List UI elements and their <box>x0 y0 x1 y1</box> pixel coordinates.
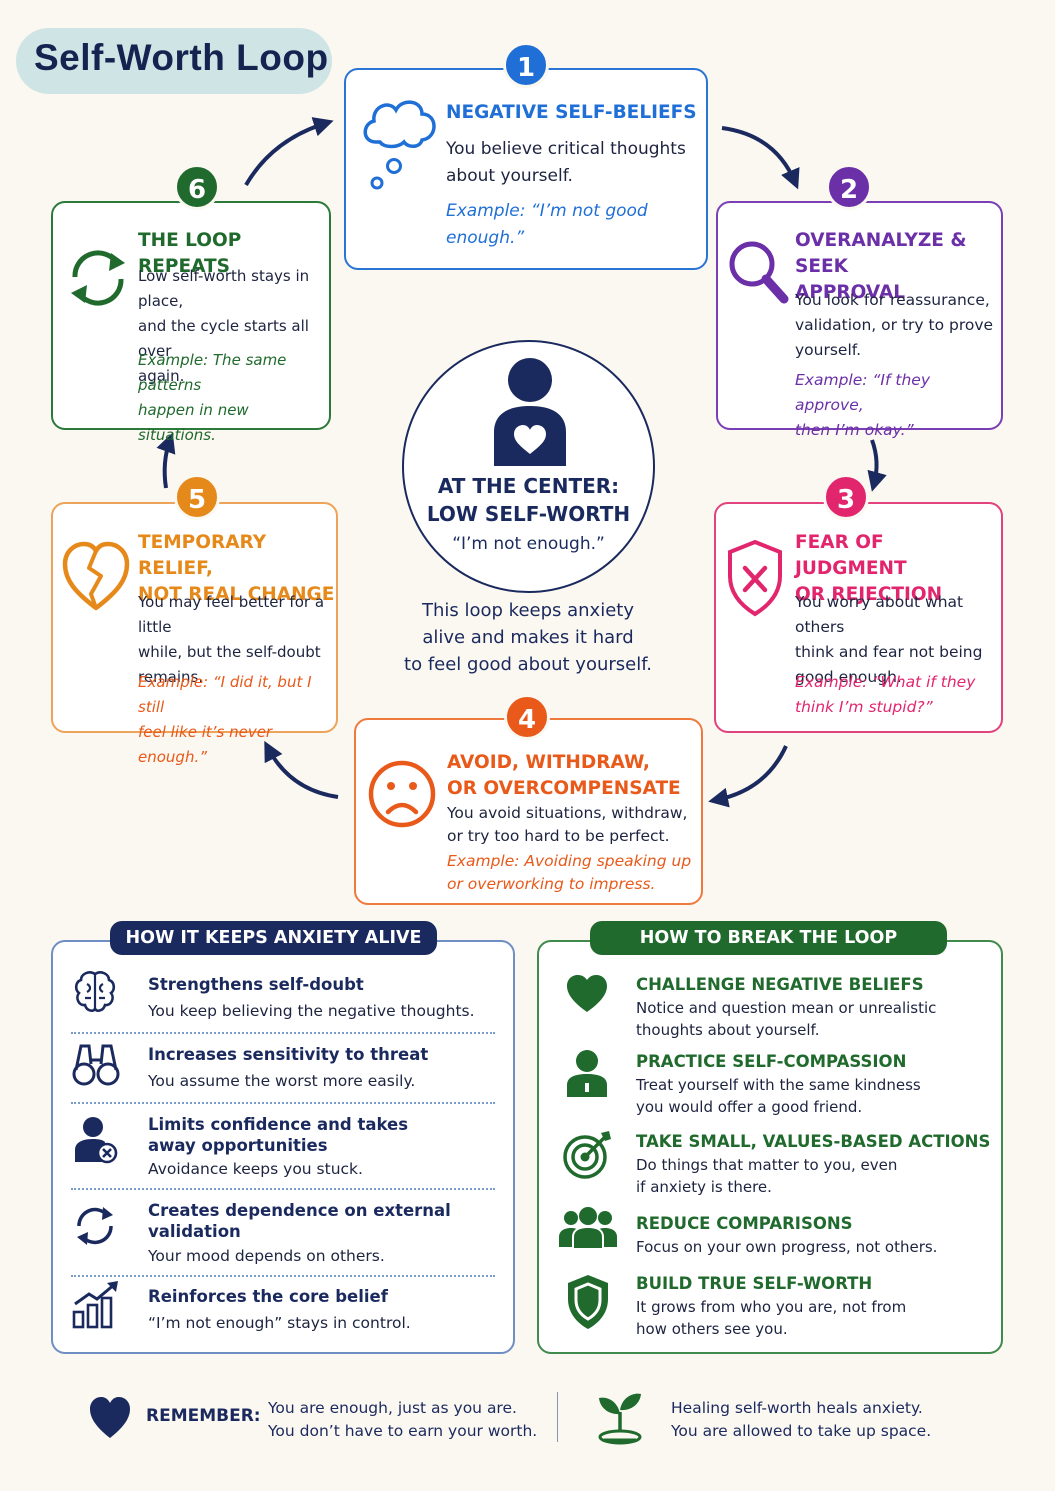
page-title: Self-Worth Loop <box>34 37 329 78</box>
arrow-2-to-3 <box>867 439 887 492</box>
group-icon <box>559 1207 617 1250</box>
target-icon <box>563 1131 611 1179</box>
anxiety-panel-heading: HOW IT KEEPS ANXIETY ALIVE <box>110 921 437 955</box>
divider <box>71 1102 495 1104</box>
step-5-title: TEMPORARY RELIEF,NOT REAL CHANGE <box>138 532 335 605</box>
brain-icon <box>74 971 116 1012</box>
step-card-1: NEGATIVE SELF-BELIEFS You believe critic… <box>344 68 708 270</box>
break-item-body: Focus on your own progress, not others. <box>636 1238 938 1256</box>
arrow-5-to-6 <box>156 432 176 489</box>
anxiety-item-title: Reinforces the core belief <box>148 1287 388 1306</box>
sad-face-icon <box>368 760 436 828</box>
step-6-title: THE LOOP REPEATS <box>138 230 242 277</box>
shield-check-icon <box>568 1275 608 1329</box>
footer: REMEMBER: You are enough, just as you ar… <box>0 1388 1055 1448</box>
footer-divider <box>557 1392 558 1442</box>
arrow-3-to-4 <box>708 745 788 808</box>
anxiety-item-body: Your mood depends on others. <box>148 1247 385 1265</box>
binoculars-icon <box>72 1044 120 1086</box>
heart-icon <box>90 1397 130 1438</box>
circular-arrows-icon <box>77 1207 113 1245</box>
step-4-title: AVOID, WITHDRAW,OR OVERCOMPENSATE <box>447 752 681 799</box>
break-item-title: REDUCE COMPARISONS <box>636 1214 853 1233</box>
anxiety-panel: Strengthens self-doubt You keep believin… <box>51 940 515 1354</box>
footer-left-text: You are enough, just as you are.You don’… <box>268 1399 538 1440</box>
footer-right-text: Healing self-worth heals anxiety.You are… <box>671 1399 932 1440</box>
rising-chart-icon <box>72 1281 118 1329</box>
heart-icon <box>567 975 607 1012</box>
step-2-example: Example: “If they approve,then I’m okay.… <box>795 371 930 439</box>
break-panel-heading: HOW TO BREAK THE LOOP <box>590 921 947 955</box>
anxiety-item-title: Strengthens self-doubt <box>148 975 364 994</box>
step-6-body: Low self-worth stays in place,and the cy… <box>138 267 310 385</box>
break-item-title: TAKE SMALL, VALUES-BASED ACTIONS <box>636 1132 991 1151</box>
step-badge-1: 1 <box>503 42 549 88</box>
person-blocked-icon <box>75 1117 118 1164</box>
step-badge-3: 3 <box>823 474 869 520</box>
step-badge-5: 5 <box>174 474 220 520</box>
divider <box>71 1032 495 1034</box>
broken-heart-icon <box>62 541 130 611</box>
thought-cloud-icon <box>363 100 436 190</box>
arrow-4-to-5 <box>264 740 339 799</box>
person-heart-icon <box>494 358 566 466</box>
break-item-title: PRACTICE SELF-COMPASSION <box>636 1052 907 1071</box>
cycle-arrows-icon <box>71 250 125 306</box>
person-icon <box>567 1050 607 1097</box>
center-circle: AT THE CENTER:LOW SELF-WORTH “I’m not en… <box>402 340 655 593</box>
divider <box>71 1188 495 1190</box>
step-badge-2: 2 <box>826 164 872 210</box>
break-panel: CHALLENGE NEGATIVE BELIEFS Notice and qu… <box>537 940 1003 1354</box>
anxiety-item-title: Increases sensitivity to threat <box>148 1045 429 1064</box>
shield-x-icon <box>728 539 782 617</box>
arrow-6-to-1 <box>244 117 334 187</box>
step-card-6: THE LOOP REPEATS Low self-worth stays in… <box>51 201 331 444</box>
step-4-body: You avoid situations, withdraw,or try to… <box>447 804 688 845</box>
center-title: AT THE CENTER:LOW SELF-WORTH <box>426 474 631 526</box>
step-card-4: AVOID, WITHDRAW,OR OVERCOMPENSATE You av… <box>354 718 703 905</box>
anxiety-item-body: You keep believing the negative thoughts… <box>148 1002 475 1020</box>
title-pill: Self-Worth Loop <box>16 28 332 94</box>
arrow-1-to-2 <box>721 126 800 190</box>
step-card-5: TEMPORARY RELIEF,NOT REAL CHANGE You may… <box>51 502 338 766</box>
anxiety-item-body: Avoidance keeps you stuck. <box>148 1160 363 1178</box>
divider <box>71 1275 495 1277</box>
center-quote: “I’m not enough.” <box>452 534 605 554</box>
step-badge-4: 4 <box>504 694 550 740</box>
break-item-title: BUILD TRUE SELF-WORTH <box>636 1274 873 1293</box>
remember-label: REMEMBER: <box>146 1406 261 1426</box>
magnifier-icon <box>729 241 789 304</box>
sprout-icon <box>598 1393 642 1445</box>
anxiety-item-body: You assume the worst more easily. <box>148 1072 416 1090</box>
step-1-title: NEGATIVE SELF-BELIEFS <box>446 102 697 123</box>
step-badge-6: 6 <box>174 164 220 210</box>
anxiety-item-body: “I’m not enough” stays in control. <box>148 1314 411 1332</box>
loop-arrows <box>156 117 887 808</box>
step-2-body: You look for reassurance,validation, or … <box>795 291 994 359</box>
break-item-title: CHALLENGE NEGATIVE BELIEFS <box>636 975 924 994</box>
